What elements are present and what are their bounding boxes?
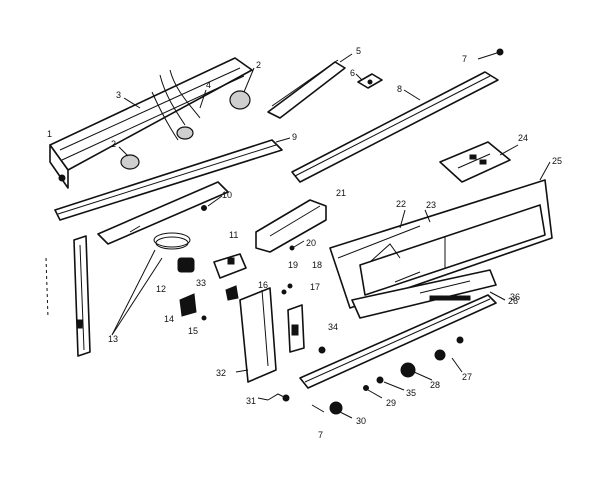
screw-part-15 <box>201 315 207 321</box>
screw-part-34 <box>318 346 326 354</box>
callout-labels: 1 2 2 3 4 5 6 7 7 8 9 10 11 12 13 14 15 … <box>47 46 562 440</box>
motor-part-12 <box>177 257 195 273</box>
callout-21: 21 <box>336 188 346 198</box>
clip-part-6 <box>357 73 383 89</box>
trim-bar-part-9 <box>54 139 283 221</box>
lower-rail-part-36 <box>299 294 497 389</box>
rear-panel-part-3 <box>49 57 253 189</box>
callout-19: 19 <box>288 260 298 270</box>
dashed-edge <box>45 257 49 319</box>
hinge-part-16 <box>281 289 287 295</box>
bracket-part-14 <box>179 293 197 317</box>
handle-part-5 <box>267 59 346 119</box>
callout-11: 11 <box>229 230 238 240</box>
callout-18: 18 <box>312 260 322 270</box>
bolt-part-17 <box>287 283 293 289</box>
callout-4: 4 <box>206 80 211 90</box>
callout-12: 12 <box>156 284 166 294</box>
knob-part-30 <box>329 401 343 415</box>
bezel-strip-part-22 <box>337 225 421 259</box>
callout-31: 31 <box>246 396 256 406</box>
control-strip-part-26 <box>351 269 497 319</box>
knob-part-35 <box>376 376 384 384</box>
callout-3: 3 <box>116 90 121 100</box>
leader-lines <box>111 53 551 419</box>
callout-26: 26 <box>508 296 518 306</box>
coil-part-13 <box>153 232 191 250</box>
callout-5: 5 <box>356 46 361 56</box>
screw-part-20 <box>289 245 295 251</box>
callout-24: 24 <box>518 133 528 143</box>
callout-27: 27 <box>462 372 472 382</box>
callout-10: 10 <box>222 190 232 200</box>
knob-part-27 <box>434 336 464 361</box>
callout-14: 14 <box>164 314 174 324</box>
callout-1: 1 <box>47 129 52 139</box>
callout-2: 2 <box>256 60 261 70</box>
callout-25: 25 <box>552 156 562 166</box>
callout-23: 23 <box>426 200 436 210</box>
top-trim-part-8 <box>291 71 499 183</box>
callout-34: 34 <box>328 322 338 332</box>
callout-17: 17 <box>310 282 320 292</box>
callout-30: 30 <box>356 416 366 426</box>
callout-6: 6 <box>350 68 355 78</box>
callout-28: 28 <box>430 380 440 390</box>
callout-33: 33 <box>196 278 206 288</box>
bracket-part-31 <box>287 304 305 353</box>
callout-2b: 2 <box>111 139 116 149</box>
screw-part-7-bottom <box>311 404 325 413</box>
side-panel-part-32 <box>239 287 277 383</box>
knob-part-29 <box>363 385 369 391</box>
callout-32: 32 <box>216 368 226 378</box>
label-plate-part-24 <box>439 141 511 183</box>
clip-part-33 <box>225 285 239 301</box>
knob-part-28 <box>400 362 416 378</box>
callout-22: 22 <box>396 199 406 209</box>
console-panel-part-25 <box>329 179 553 309</box>
hook-part-37 <box>267 393 290 402</box>
callout-15: 15 <box>188 326 198 336</box>
switch-part-11 <box>213 253 247 279</box>
callout-29: 29 <box>386 398 396 408</box>
callout-7-bottom: 7 <box>318 430 323 440</box>
callout-20: 20 <box>306 238 316 248</box>
callout-16: 16 <box>258 280 268 290</box>
callout-13: 13 <box>108 334 118 344</box>
callout-7-top: 7 <box>462 54 467 64</box>
channel-bracket-part-10 <box>97 181 229 245</box>
callout-35: 35 <box>406 388 416 398</box>
cap-part-21 <box>255 199 327 253</box>
callout-8: 8 <box>397 84 402 94</box>
screw-part-7-top <box>477 48 504 60</box>
side-bracket-part-13 <box>73 235 91 357</box>
callout-9: 9 <box>292 132 297 142</box>
callout-36: 36 <box>510 292 520 302</box>
